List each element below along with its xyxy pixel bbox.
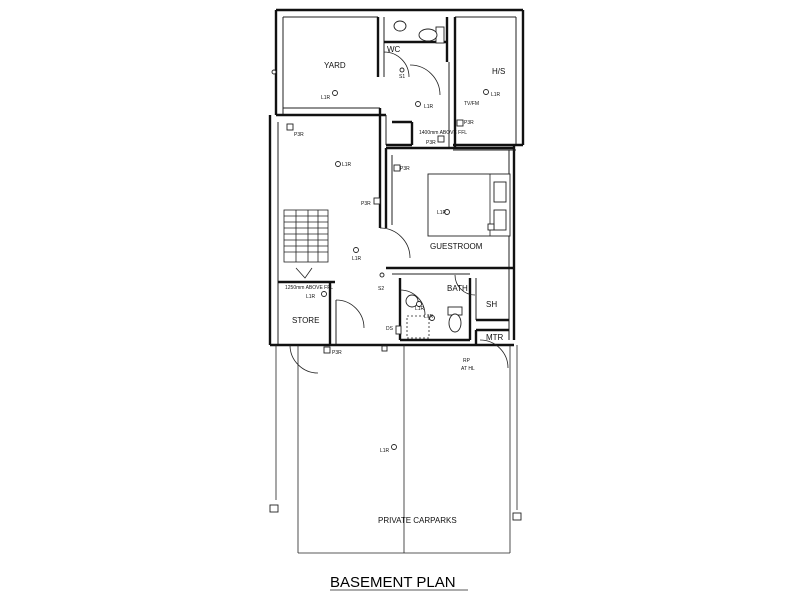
light-point: L1R <box>483 89 501 98</box>
power-point: P3R <box>361 197 381 207</box>
svg-text:DS: DS <box>386 326 394 332</box>
svg-text:L1R: L1R <box>306 294 316 300</box>
light-point: L1R <box>424 314 435 321</box>
light-point: L1R <box>352 247 362 262</box>
door-swings <box>289 51 509 374</box>
carpark-outline <box>269 345 522 554</box>
outer-walls <box>268 8 525 345</box>
light-point: L1R <box>335 161 352 168</box>
svg-text:L1R: L1R <box>342 162 352 168</box>
light-point: L1R <box>321 90 338 101</box>
light-point: L1R <box>306 291 327 300</box>
svg-text:L1R: L1R <box>321 95 331 101</box>
svg-text:L1R: L1R <box>380 448 390 454</box>
room-label-wc: WC <box>387 45 401 54</box>
power-point: P3R <box>393 164 410 172</box>
light-point <box>271 69 277 75</box>
note-tv-fm: TV/FM <box>464 101 479 107</box>
power-point <box>487 223 495 231</box>
switch-point: S2 <box>378 272 385 292</box>
room-labels: YARD WC H/S GUESTROOM BATH SH STORE MTR … <box>292 45 505 525</box>
svg-text:P3R: P3R <box>426 140 436 146</box>
svg-text:P3R: P3R <box>464 120 474 126</box>
staircase <box>283 209 329 279</box>
svg-text:L1R: L1R <box>415 306 425 312</box>
light-point: L1R <box>437 209 450 216</box>
room-label-sh: SH <box>486 300 497 309</box>
room-label-yard: YARD <box>324 61 346 70</box>
svg-text:L1R: L1R <box>424 314 434 320</box>
svg-text:L1R: L1R <box>352 256 362 262</box>
svg-text:P3R: P3R <box>332 350 342 356</box>
note-above-ffl-1: 1400mm ABOVE FFL <box>419 130 467 136</box>
room-label-store: STORE <box>292 316 319 325</box>
light-point: L1R <box>380 444 397 454</box>
room-label-mtr: MTR <box>486 333 504 342</box>
electrical-symbols: L1R L1R L1R L1R L1R L1R L1R L1R <box>271 67 501 454</box>
room-label-carpark: PRIVATE CARPARKS <box>378 516 457 525</box>
svg-text:P3R: P3R <box>361 201 371 207</box>
svg-text:S2: S2 <box>378 286 384 292</box>
svg-text:P3R: P3R <box>400 166 410 172</box>
switch-point: DS <box>386 325 402 335</box>
svg-text:S1: S1 <box>399 74 405 80</box>
annotation-notes: 1400mm ABOVE FFL 1250mm ABOVE FFL RP AT … <box>285 101 479 372</box>
light-point: L1R <box>415 101 434 110</box>
svg-text:L1R: L1R <box>424 104 434 110</box>
switch-point: S1 <box>399 67 405 80</box>
svg-text:L1R: L1R <box>491 92 501 98</box>
guestroom-bed <box>427 173 511 237</box>
note-above-ffl-2: 1250mm ABOVE FFL <box>285 285 333 291</box>
room-label-guestroom: GUESTROOM <box>430 242 483 251</box>
power-point: P3R <box>426 135 445 146</box>
svg-text:L1R: L1R <box>437 210 447 216</box>
interior-walls <box>270 17 514 347</box>
note-rp: RP <box>463 358 471 364</box>
svg-text:P3R: P3R <box>294 132 304 138</box>
power-point: P3R <box>323 346 342 356</box>
power-point: P3R <box>286 123 304 138</box>
room-label-bath: BATH <box>447 284 468 293</box>
sanitary-fixtures <box>393 20 463 339</box>
light-point: L1R <box>415 301 425 312</box>
plan-title: BASEMENT PLAN <box>330 574 456 591</box>
room-label-hs: H/S <box>492 67 505 76</box>
power-point <box>381 345 388 352</box>
note-at-hl: AT HL <box>461 366 475 372</box>
power-point: P3R <box>456 119 474 127</box>
